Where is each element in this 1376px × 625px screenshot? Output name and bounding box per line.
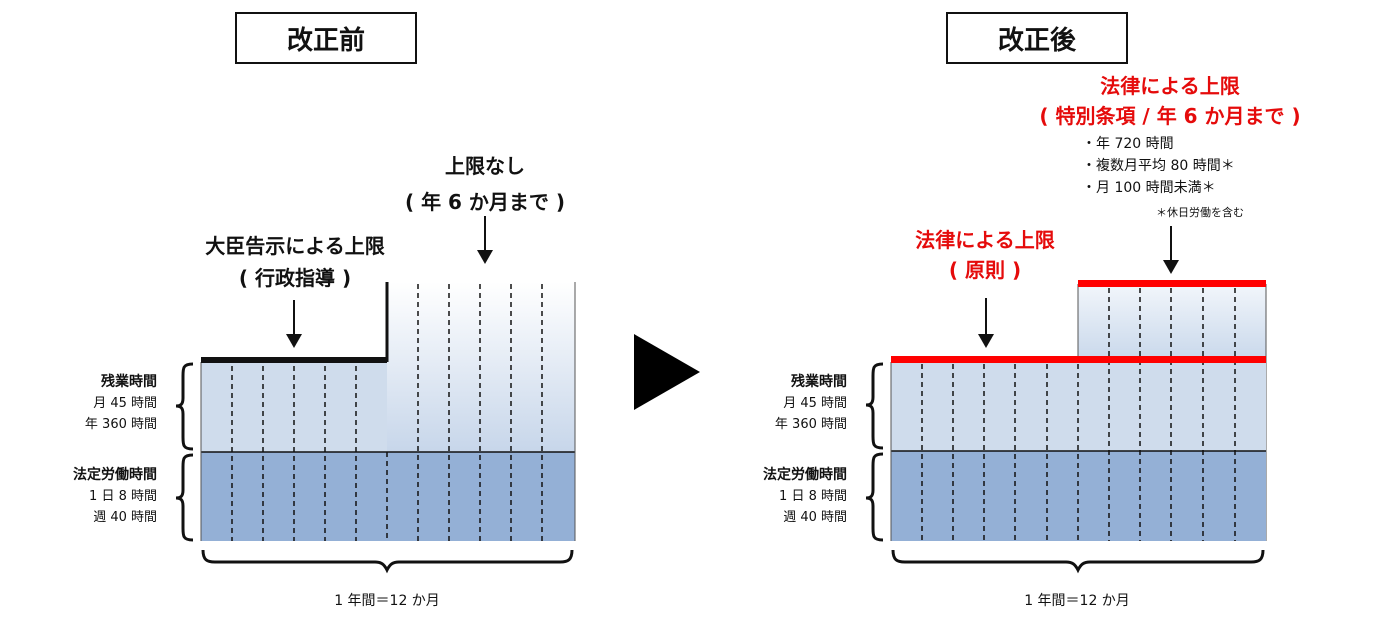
after-caption: 1 年間＝12 か月 <box>1024 593 1130 609</box>
before-statutory-label: 法定労働時間 1 日 8 時間 週 40 時間 <box>40 465 157 528</box>
after-overtime-line1: 月 45 時間 <box>783 396 847 411</box>
before-guideline-label: 大臣告示による上限 ( 行政指導 ) <box>180 232 410 292</box>
before-guideline-line <box>201 357 387 363</box>
after-title: 改正後 <box>946 12 1128 64</box>
before-no-limit-line1: 上限なし <box>445 154 525 178</box>
after-chart <box>865 226 1267 574</box>
after-principle-limit-line1: 法律による上限 <box>915 228 1055 252</box>
after-statutory-line2: 週 40 時間 <box>783 510 847 525</box>
after-note: ＊休日労働を含む <box>1156 206 1244 219</box>
before-overtime-title: 残業時間 <box>101 374 157 390</box>
transition-arrow <box>634 334 700 410</box>
before-overtime-brace <box>175 362 194 451</box>
after-statutory-label: 法定労働時間 1 日 8 時間 週 40 時間 <box>730 465 847 528</box>
after-bullet-item: ・月 100 時間未満＊ <box>1082 180 1216 196</box>
after-overtime-line2: 年 360 時間 <box>774 417 847 432</box>
before-statutory-line2: 週 40 時間 <box>93 510 157 525</box>
before-overtime-line1: 月 45 時間 <box>93 396 157 411</box>
after-statutory-title: 法定労働時間 <box>763 467 847 483</box>
before-overtime-label: 残業時間 月 45 時間 年 360 時間 <box>40 372 157 435</box>
after-bullet-list: ・年 720 時間 ・複数月平均 80 時間＊ ・月 100 時間未満＊ <box>1082 133 1235 199</box>
before-statutory-line1: 1 日 8 時間 <box>89 489 157 504</box>
after-special-limit-label: 法律による上限 ( 特別条項 / 年 6 か月まで ) <box>1020 72 1320 130</box>
before-chart <box>175 216 576 574</box>
after-principle-limit-line <box>891 356 1266 363</box>
before-guideline-line2: ( 行政指導 ) <box>238 266 352 290</box>
after-statutory-line1: 1 日 8 時間 <box>779 489 847 504</box>
after-special-limit-line1: 法律による上限 <box>1100 74 1240 98</box>
before-statutory-area <box>201 452 575 541</box>
after-special-limit-line2: ( 特別条項 / 年 6 か月まで ) <box>1039 104 1301 128</box>
after-statutory-brace <box>865 452 884 542</box>
after-overtime-title: 残業時間 <box>791 374 847 390</box>
before-year-brace <box>201 549 574 574</box>
before-no-limit-line2: ( 年 6 か月まで ) <box>404 190 566 214</box>
before-overtime-line2: 年 360 時間 <box>84 417 157 432</box>
after-overtime-brace <box>865 362 884 450</box>
after-bullet-item: ・複数月平均 80 時間＊ <box>1082 158 1235 174</box>
before-no-limit-label: 上限なし ( 年 6 か月まで ) <box>390 152 580 216</box>
after-principle-limit-label: 法律による上限 ( 原則 ) <box>890 226 1080 284</box>
before-guideline-line1: 大臣告示による上限 <box>205 234 385 258</box>
after-overtime-label: 残業時間 月 45 時間 年 360 時間 <box>730 372 847 435</box>
after-special-area <box>1078 284 1266 360</box>
before-statutory-brace <box>175 453 194 542</box>
after-year-brace <box>891 549 1265 574</box>
before-caption: 1 年間＝12 か月 <box>334 593 440 609</box>
before-no-limit-area <box>387 282 575 452</box>
after-bullet-item: ・年 720 時間 <box>1082 136 1174 152</box>
before-title: 改正前 <box>235 12 417 64</box>
before-statutory-title: 法定労働時間 <box>73 467 157 483</box>
after-special-limit-line <box>1078 280 1266 287</box>
after-principle-limit-line2: ( 原則 ) <box>948 258 1022 282</box>
